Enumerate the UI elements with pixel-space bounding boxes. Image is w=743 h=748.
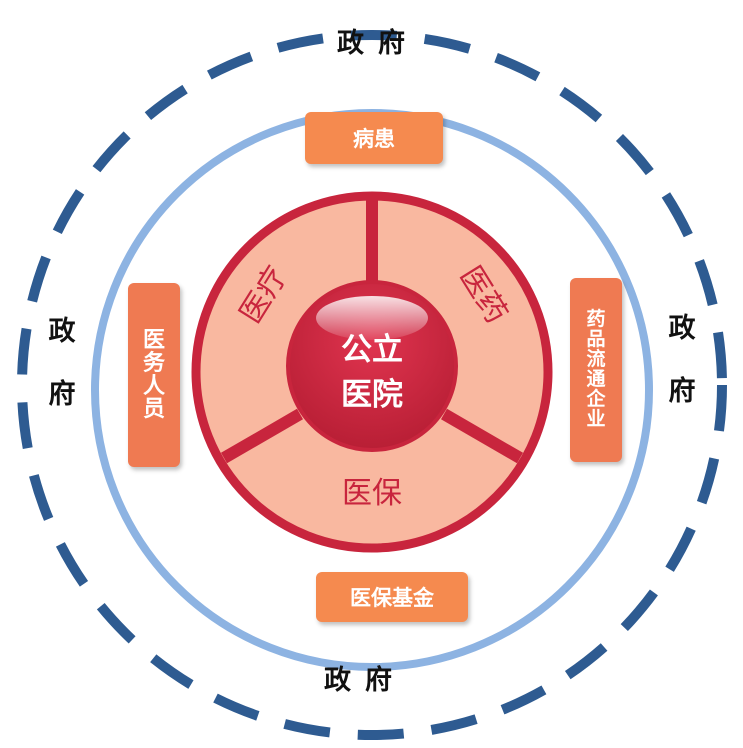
patients-box: 病患 xyxy=(305,112,443,164)
medical-staff-box: 医 务 人 员 xyxy=(128,283,180,467)
government-label-bottom: 政府 xyxy=(324,665,406,696)
insurance-fund-label: 医保基金 xyxy=(350,586,434,610)
medical-staff-char-4: 员 xyxy=(142,397,165,423)
government-ring xyxy=(17,30,727,740)
patients-label: 病患 xyxy=(353,127,395,151)
medical-staff-char-2: 务 xyxy=(142,350,165,376)
pharma-char-2: 品 xyxy=(586,328,606,351)
government-right-char-2: 府 xyxy=(668,376,696,407)
government-left-char-2: 府 xyxy=(48,379,76,410)
insurance-fund-box: 医保基金 xyxy=(316,572,468,622)
government-right-char-1: 政 xyxy=(668,313,696,344)
pharma-char-5: 企 xyxy=(586,387,606,410)
core-line2: 医院 xyxy=(341,377,403,413)
core-gloss xyxy=(316,296,428,340)
medical-staff-char-3: 人 xyxy=(142,374,165,399)
government-label-top: 政府 xyxy=(337,28,419,59)
pharma-char-6: 业 xyxy=(586,407,606,430)
pharma-distribution-box: 药 品 流 通 企 业 xyxy=(570,278,622,462)
pharma-char-3: 流 xyxy=(586,348,606,371)
divider-left xyxy=(220,408,304,464)
core-line1: 公立 xyxy=(341,332,403,368)
pharma-char-1: 药 xyxy=(586,308,606,331)
divider-right xyxy=(440,408,524,464)
segment-insurance: 医保 xyxy=(342,476,402,511)
government-label-left: 政 府 xyxy=(48,318,76,444)
medical-staff-char-1: 医 xyxy=(142,327,165,353)
government-left-char-1: 政 xyxy=(48,316,76,347)
pharma-char-4: 通 xyxy=(586,368,606,390)
government-label-right: 政 府 xyxy=(668,315,696,441)
